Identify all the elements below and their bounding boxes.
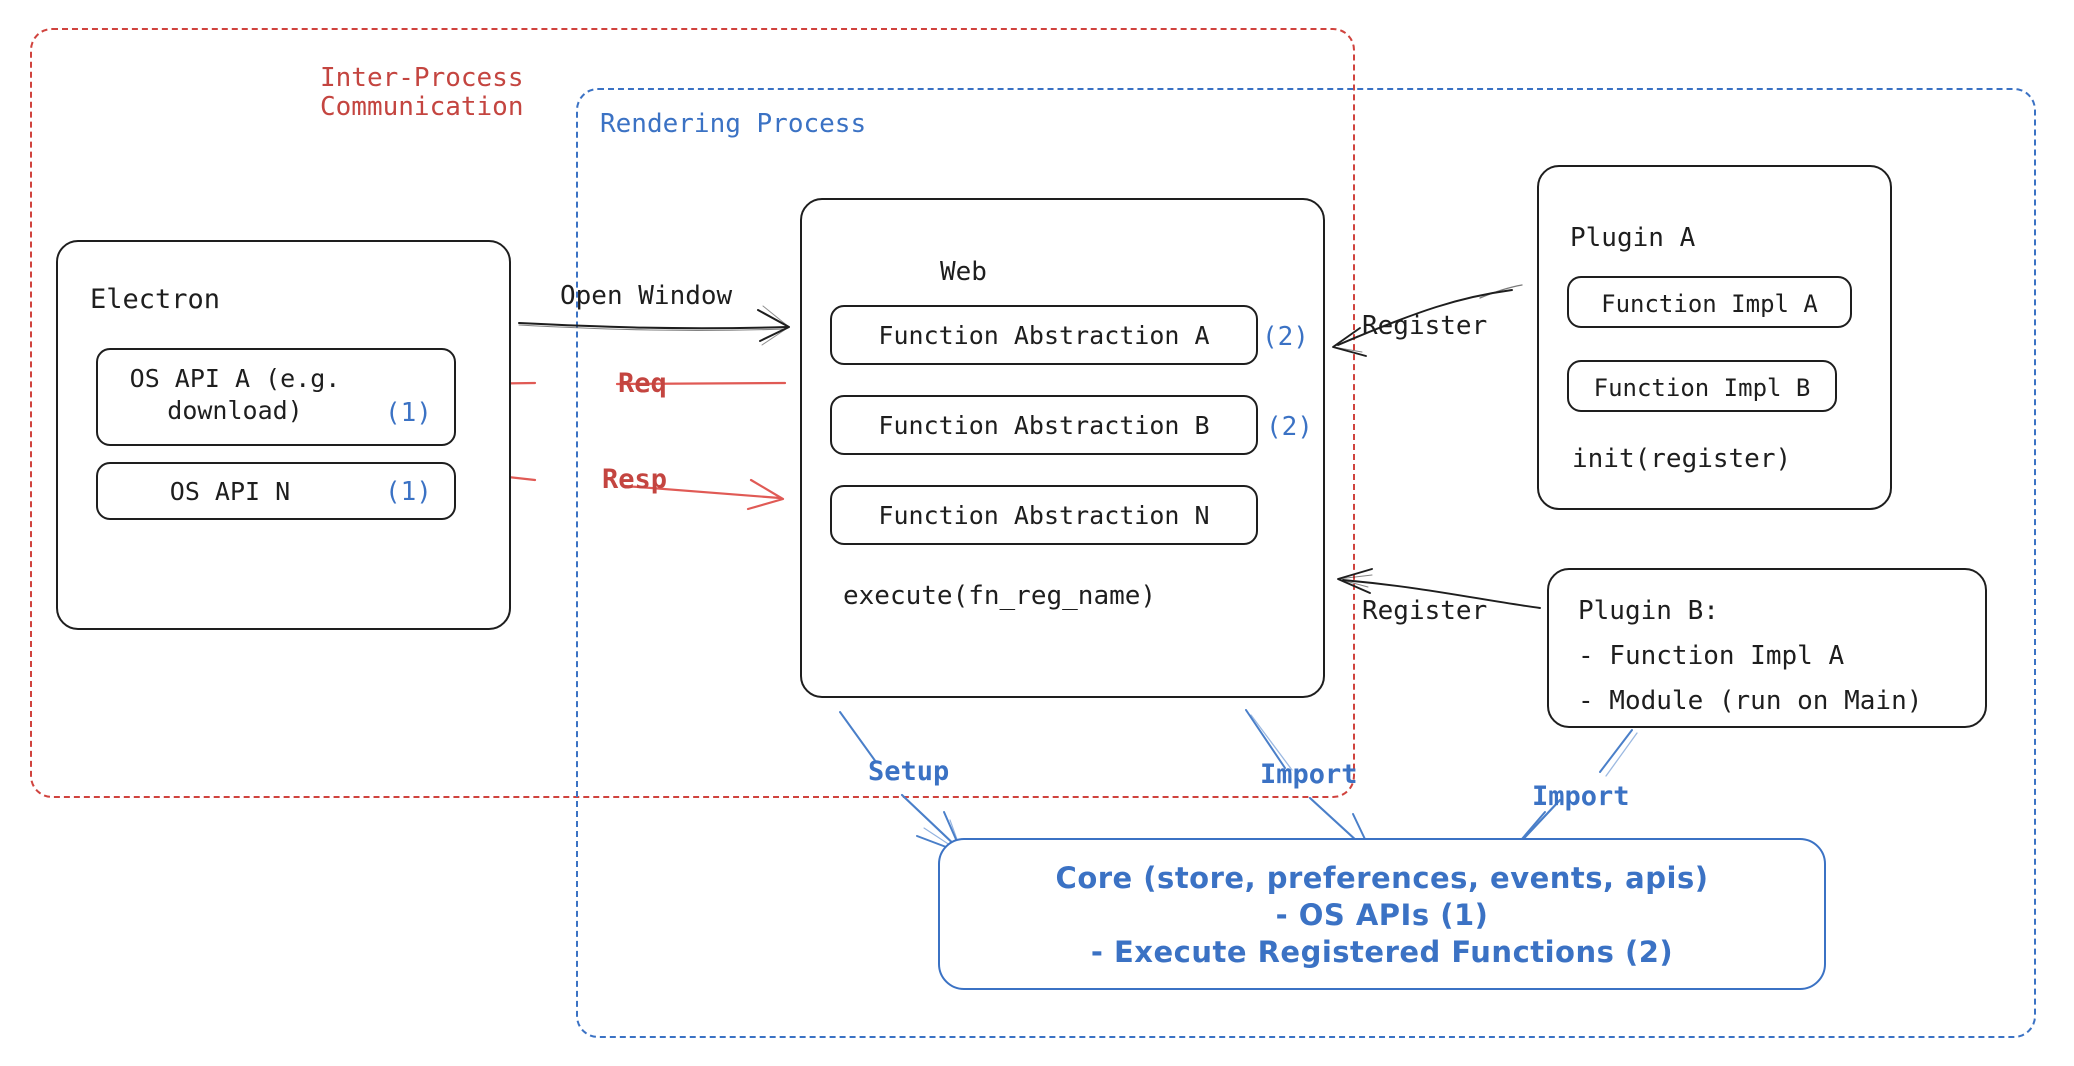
setup-label: Setup xyxy=(868,756,950,787)
os-api-n-badge: (1) xyxy=(385,477,432,507)
function-impl-a-box[interactable] xyxy=(1567,276,1852,328)
core-line-1: Core (store, preferences, events, apis) xyxy=(1055,861,1709,895)
register-bottom-label: Register xyxy=(1362,596,1488,626)
function-impl-b-label: Function Impl B xyxy=(1593,374,1811,402)
function-abstraction-n-label: Function Abstraction N xyxy=(878,501,1210,530)
ipc-container xyxy=(30,28,1355,798)
function-abstraction-a-label: Function Abstraction A xyxy=(878,321,1210,350)
os-api-a-label: OS API A (e.g. download) xyxy=(129,364,341,425)
plugin-a-init-label: init(register) xyxy=(1572,444,1792,474)
rendering-process-container xyxy=(576,88,2036,1038)
web-title: Web xyxy=(940,257,987,287)
import-web-label: Import xyxy=(1260,759,1358,790)
function-abstraction-b-box[interactable] xyxy=(830,395,1258,455)
core-line-2: - OS APIs (1) xyxy=(1275,898,1489,932)
req-label: Req xyxy=(618,368,667,399)
os-api-n-label: OS API N xyxy=(169,477,291,506)
plugin-b-box[interactable] xyxy=(1547,568,1987,728)
electron-title: Electron xyxy=(90,284,221,315)
function-abstraction-a-box[interactable] xyxy=(830,305,1258,365)
function-abstraction-n-box[interactable] xyxy=(830,485,1258,545)
rendering-process-label: Rendering Process xyxy=(600,109,867,139)
os-api-a-badge: (1) xyxy=(385,398,432,428)
ipc-label-line1: Inter-Process xyxy=(320,63,524,93)
open-window-label: Open Window xyxy=(560,281,733,311)
plugin-b-item-0: - Function Impl A xyxy=(1578,641,1845,671)
os-api-n-box[interactable] xyxy=(96,462,456,520)
core-box[interactable] xyxy=(938,838,1826,990)
resp-label: Resp xyxy=(602,464,668,495)
import-plugin-b-label: Import xyxy=(1532,781,1630,812)
function-abstraction-a-badge: (2) xyxy=(1262,322,1309,352)
os-api-a-box[interactable] xyxy=(96,348,456,446)
function-impl-b-box[interactable] xyxy=(1567,360,1837,412)
plugin-a-title: Plugin A xyxy=(1570,223,1696,253)
web-execute-label: execute(fn_reg_name) xyxy=(843,581,1157,611)
core-line-3: - Execute Registered Functions (2) xyxy=(1090,935,1674,969)
register-top-label: Register xyxy=(1362,311,1488,341)
ipc-label-line2: Communication xyxy=(320,92,524,122)
function-abstraction-b-label: Function Abstraction B xyxy=(878,411,1210,440)
function-impl-a-label: Function Impl A xyxy=(1601,290,1818,318)
function-abstraction-b-badge: (2) xyxy=(1266,412,1313,442)
plugin-b-title: Plugin B: xyxy=(1578,596,1719,626)
plugin-a-box[interactable] xyxy=(1537,165,1892,510)
plugin-b-item-1: - Module (run on Main) xyxy=(1578,686,1923,716)
